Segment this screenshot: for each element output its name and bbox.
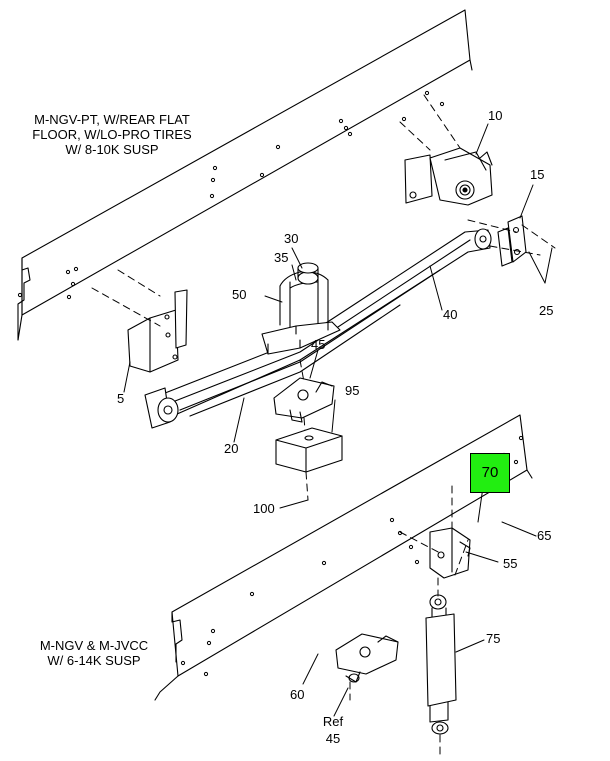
- upper-frame-rail: [17, 9, 473, 341]
- callout-15[interactable]: 15: [530, 167, 545, 182]
- callout-35[interactable]: 35: [274, 250, 289, 265]
- axle-seat-upper: [273, 377, 335, 423]
- callout-25[interactable]: 25: [539, 303, 554, 318]
- caption-upper-assembly: M-NGV-PT, W/REAR FLAT FLOOR, W/LO-PRO TI…: [32, 112, 192, 157]
- callout-55[interactable]: 55: [503, 556, 518, 571]
- caption-lower-assembly: M-NGV & M-JVCC W/ 6-14K SUSP: [39, 638, 149, 668]
- u-bolt-assembly: [261, 262, 341, 355]
- callout-40[interactable]: 40: [443, 307, 458, 322]
- shackle-plates: [497, 215, 527, 267]
- callout-ref-label: Ref: [322, 714, 344, 729]
- callout-ref-45[interactable]: 45: [325, 731, 341, 746]
- callout-5[interactable]: 5: [117, 391, 125, 406]
- axle-seat-lower: [335, 633, 399, 683]
- assembly-centerlines: [91, 94, 556, 757]
- callout-100[interactable]: 100: [253, 501, 275, 516]
- callout-75[interactable]: 75: [486, 631, 501, 646]
- callout-95[interactable]: 95: [345, 383, 360, 398]
- spacer-block: [275, 427, 343, 473]
- callout-50[interactable]: 50: [232, 287, 247, 302]
- callout-45[interactable]: 45: [311, 337, 326, 352]
- callout-10[interactable]: 10: [488, 108, 503, 123]
- rear-hanger-assembly: [404, 147, 493, 206]
- callout-30[interactable]: 30: [284, 231, 299, 246]
- callout-65[interactable]: 65: [537, 528, 552, 543]
- leader-lines: [123, 123, 553, 717]
- shock-bracket: [429, 527, 471, 579]
- callout-20[interactable]: 20: [224, 441, 239, 456]
- callout-70-highlight[interactable]: 70: [470, 453, 510, 493]
- shock-absorber: [425, 594, 457, 735]
- front-hanger: [127, 289, 188, 373]
- callout-60[interactable]: 60: [290, 687, 305, 702]
- lower-frame-rail: [154, 414, 533, 701]
